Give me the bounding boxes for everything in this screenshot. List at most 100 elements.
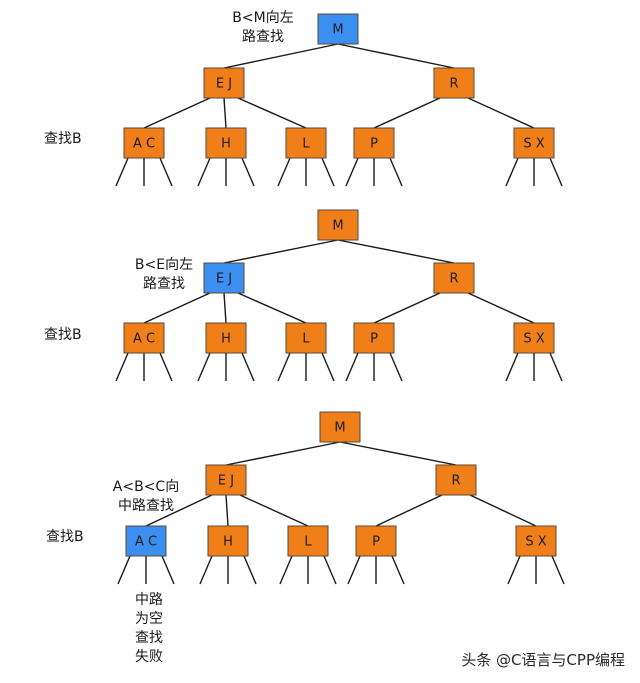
node-label: H [221,332,231,347]
node-leaf5: S X [513,322,555,354]
step-note: 路查找 [143,276,185,292]
node-leaf1: A C [123,127,165,159]
node-box [287,525,329,557]
leaf-child-link [161,555,175,585]
node-box [207,525,249,557]
leaf-child-link [391,555,405,585]
search-label: 查找B [44,327,82,343]
node-label: L [304,535,312,550]
node-label: M [332,219,343,234]
node-label: L [302,332,310,347]
leaf-child-link [115,157,129,187]
node-leaf3: L [285,127,327,159]
node-right: R [433,67,475,99]
node-box [353,127,395,159]
leaf-child-link [159,352,173,382]
node-leaf1: A C [125,525,167,557]
tree-edge [223,97,227,129]
node-label: E J [218,474,234,489]
leaf-child-link [549,157,563,187]
node-leaf4: P [353,322,395,354]
leaf-child-link [115,352,129,382]
node-box [513,127,555,159]
tree-edge [467,292,535,324]
node-label: M [332,23,343,38]
leaf-child-link [243,555,257,585]
tree-edge [337,239,455,264]
node-right: R [433,262,475,294]
leaf-child-link [505,352,519,382]
tree-edge [339,441,457,466]
tree-edge [223,43,339,69]
leaf-child-link [197,352,211,382]
tree-edge [237,292,307,324]
leaf-child-link [159,157,173,187]
node-label: R [451,474,460,489]
node-leaf4: P [355,525,397,557]
fail-note: 中路 [135,592,163,608]
tree-edge [223,292,227,324]
step-note: 中路查找 [118,498,174,514]
tree-edge [237,97,307,129]
node-box [285,322,327,354]
node-label: S X [523,332,544,347]
node-leaf3: L [285,322,327,354]
node-box [205,464,247,496]
leaf-child-link [507,555,521,585]
node-box [355,525,397,557]
node-label: P [370,332,378,347]
node-leaf2: H [207,525,249,557]
node-label: R [449,272,458,287]
node-leaf2: H [205,127,247,159]
tree-edge [375,494,443,527]
tree-edge [225,441,341,466]
tree-edge [223,239,339,264]
node-label: P [370,137,378,152]
node-label: P [372,535,380,550]
fail-note: 失败 [135,649,163,665]
node-box [123,322,165,354]
node-leaf5: S X [513,127,555,159]
leaf-child-link [321,157,335,187]
node-box [203,67,245,99]
node-root: M [317,13,359,45]
node-box [203,262,245,294]
tree-edge [225,494,229,527]
leaf-child-link [345,352,359,382]
node-box [123,127,165,159]
leaf-child-link [389,157,403,187]
node-label: M [334,421,345,436]
node-box [319,411,361,443]
node-leaf5: S X [515,525,557,557]
leaf-child-link [241,157,255,187]
node-label: A C [133,332,155,347]
node-left: E J [203,262,245,294]
node-box [317,209,359,241]
node-box [515,525,557,557]
node-label: H [221,137,231,152]
node-box [205,127,247,159]
step-note: A<B<C向 [113,479,179,495]
leaf-child-link [197,157,211,187]
node-label: A C [135,535,157,550]
step-note: B<E向左 [135,257,193,273]
node-label: H [223,535,233,550]
leaf-child-link [549,352,563,382]
node-label: E J [216,272,232,287]
leaf-child-link [277,157,291,187]
node-label: E J [216,77,232,92]
leaf-child-link [323,555,337,585]
tree-edge [143,97,211,129]
node-label: R [449,77,458,92]
tree-edge [373,292,441,324]
tree-edge [373,97,441,129]
step-note: B<M向左 [232,10,293,26]
node-box [353,322,395,354]
tree-edge [239,494,309,527]
tree-edge [145,494,213,527]
node-root: M [319,411,361,443]
